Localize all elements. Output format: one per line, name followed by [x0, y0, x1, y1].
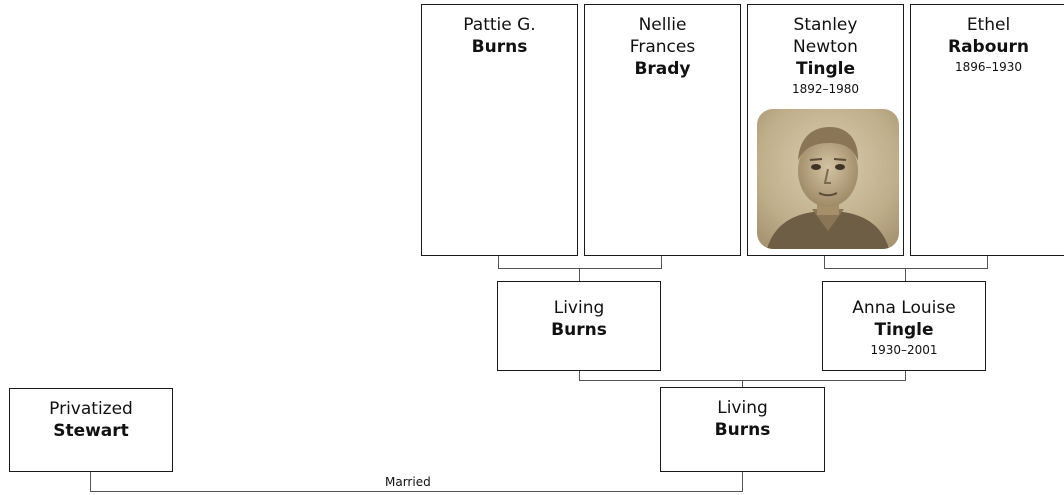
person-card-privatized-stewart[interactable]: Privatized Stewart: [9, 388, 173, 472]
connector: [579, 268, 580, 281]
first-name: Privatized: [49, 399, 133, 419]
marriage-connector: [90, 491, 743, 492]
connector: [661, 256, 662, 268]
person-card-living-burns-self[interactable]: Living Burns: [660, 387, 825, 472]
person-card-nellie-brady[interactable]: Nellie Frances Brady: [584, 4, 741, 256]
last-name: Burns: [551, 320, 607, 340]
marriage-connector: [90, 472, 91, 492]
life-dates: 1892–1980: [791, 82, 860, 96]
last-name: Rabourn: [948, 37, 1029, 57]
last-name: Tingle: [795, 59, 856, 79]
connector: [987, 256, 988, 268]
last-name: Burns: [714, 420, 771, 440]
connector: [824, 268, 988, 269]
marriage-connector: [742, 472, 743, 492]
first-name: Living: [553, 298, 605, 318]
person-card-living-burns-father[interactable]: Living Burns: [497, 281, 661, 371]
person-card-ethel-rabourn[interactable]: Ethel Rabourn 1896–1930: [910, 4, 1064, 256]
first-name: Stanley Newton: [793, 15, 858, 57]
person-card-anna-tingle[interactable]: Anna Louise Tingle 1930–2001: [822, 281, 986, 371]
first-name: Ethel: [966, 15, 1011, 35]
connector: [905, 268, 906, 281]
portrait-image: [757, 109, 899, 249]
person-card-stanley-tingle[interactable]: Stanley Newton Tingle 1892–1980: [747, 4, 904, 256]
life-dates: 1930–2001: [870, 343, 938, 357]
portrait-photo[interactable]: [757, 109, 899, 249]
person-card-pattie-burns[interactable]: Pattie G. Burns: [421, 4, 578, 256]
connector: [824, 256, 825, 268]
married-label: Married: [385, 475, 431, 489]
last-name: Stewart: [53, 421, 129, 441]
first-name: Nellie Frances: [629, 15, 696, 57]
connector: [498, 256, 499, 268]
first-name: Anna Louise: [852, 298, 956, 318]
last-name: Brady: [634, 59, 691, 79]
first-name: Living: [717, 398, 768, 418]
connector: [498, 268, 662, 269]
connector: [905, 371, 906, 380]
connector: [579, 371, 580, 380]
last-name: Tingle: [874, 320, 934, 340]
connector: [742, 380, 743, 387]
last-name: Burns: [471, 37, 528, 57]
life-dates: 1896–1930: [954, 60, 1023, 74]
first-name: Pattie G.: [463, 15, 536, 35]
